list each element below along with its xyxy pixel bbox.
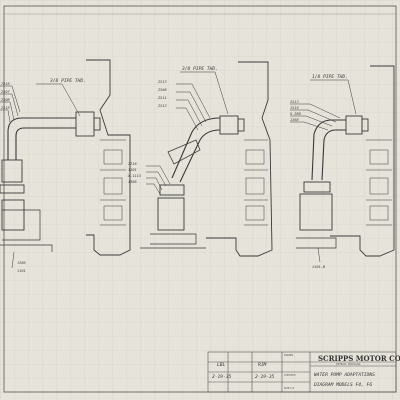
- title-block-drawn-initials: LBL: [217, 362, 226, 368]
- view3-part-4: 1368: [290, 118, 299, 122]
- title-block-checked-label: CHECKED: [284, 374, 296, 377]
- view1-pipe-label: 3/8 PIPE THD.: [49, 78, 86, 84]
- view-2: [140, 61, 273, 257]
- title-block-date-drawn: 2-19-35: [212, 374, 232, 380]
- view3-part-2: 1519: [290, 106, 299, 110]
- view1-part-2: 2507: [1, 90, 10, 94]
- view-3: [290, 65, 395, 263]
- view2-part-4: 2512: [158, 104, 167, 108]
- title-block: [207, 351, 397, 393]
- title-block-checked-initials: RJM: [258, 362, 267, 368]
- sheet-border: [3, 5, 397, 393]
- view1-part-3: 2508: [1, 98, 10, 102]
- title-block-drawn-label: DRAWN: [284, 354, 293, 357]
- view-1: [0, 59, 131, 269]
- view2-bottom-part-3: X-1115: [127, 174, 141, 178]
- view2-bottom-part-1: 2218: [128, 162, 137, 166]
- view2-part-1: 2513: [158, 80, 167, 84]
- title-block-company-sub: DETROIT, MICHIGAN: [336, 363, 360, 366]
- view1-part-4: 2518: [1, 106, 10, 110]
- view2-part-3: 2511: [158, 96, 167, 100]
- view3-part-1: 2513: [290, 100, 299, 104]
- title-block-title-1: WATER PUMP ADAPTATIONS: [314, 372, 375, 378]
- title-block-scale-value: SIZE 1/2: [284, 387, 294, 390]
- view1-part-1: 7816: [1, 82, 10, 86]
- view2-bottom-part-4: 1368: [128, 180, 137, 184]
- view3-part-3: X-380: [289, 112, 301, 116]
- view2-part-2: 2508: [158, 88, 167, 92]
- view3-pipe-label: 1/8 PIPE THD.: [312, 74, 348, 80]
- view1-bottom-part-1: 1366: [17, 261, 26, 265]
- title-block-company: SCRIPPS MOTOR CO: [318, 354, 400, 363]
- view2-bottom-part-2: 1101: [128, 168, 137, 172]
- view3-bottom-part-1: 1101-B: [312, 265, 326, 269]
- title-block-title-2: DIAGRAM MODELS F4, F6: [313, 382, 372, 388]
- view1-bottom-part-2: 1101: [17, 269, 26, 273]
- title-block-date-checked: 2-19-35: [255, 374, 275, 380]
- view2-pipe-label: 3/8 PIPE THD.: [181, 66, 218, 72]
